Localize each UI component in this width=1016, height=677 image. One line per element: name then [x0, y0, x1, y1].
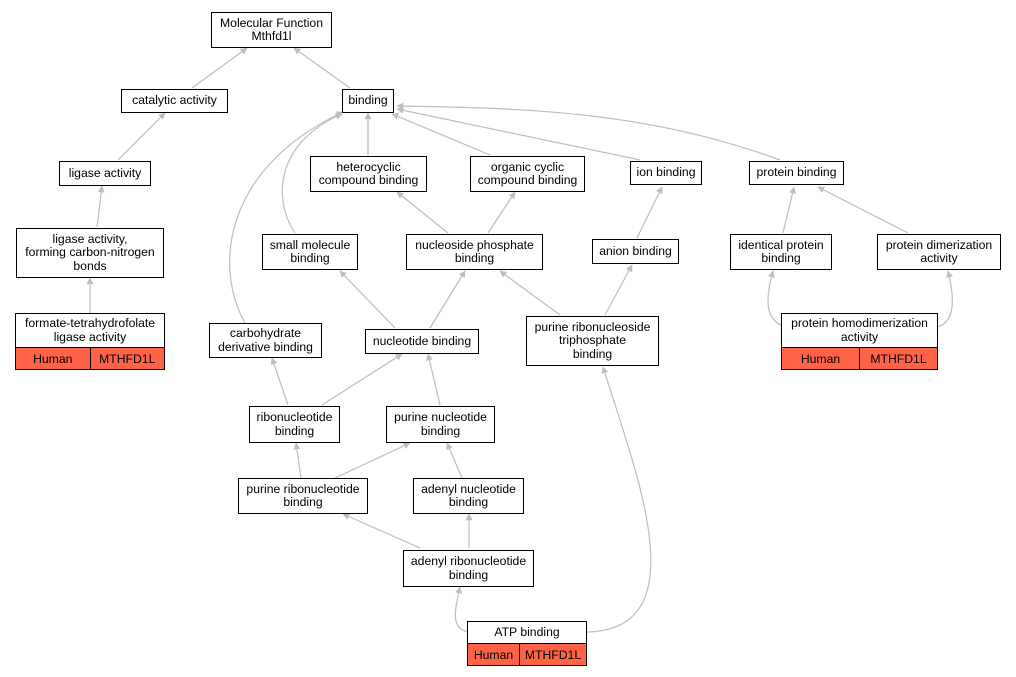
node-nucleoside-phosphate[interactable]: nucleoside phosphate binding [406, 234, 543, 270]
edge-nucleotide-to-nucphos [429, 270, 466, 329]
edge-ligase-to-catalytic [117, 112, 166, 161]
species-label: Human [800, 351, 841, 366]
node-small-molecule[interactable]: small molecule binding [262, 234, 358, 270]
edge-pribo-to-pnucl [334, 442, 411, 479]
node-anion-binding[interactable]: anion binding [592, 239, 679, 264]
node-binding[interactable]: binding [342, 89, 394, 113]
edge-atp-to-prtp [586, 366, 652, 633]
species-label: Human [33, 351, 73, 366]
edge-atp-to-adribo [454, 586, 469, 633]
edge-nucphos-to-heterocyclic [396, 191, 449, 234]
node-adenyl-ribonucleotide[interactable]: adenyl ribonucleotide binding [403, 550, 534, 587]
edge-anion-to-ion [636, 186, 663, 239]
edge-prtp-to-anion [604, 264, 633, 316]
edge-nucleotide-to-small [339, 270, 396, 329]
node-heterocyclic[interactable]: heterocyclic compound binding [310, 156, 427, 192]
edge-protein-to-binding [396, 102, 781, 161]
edge-binding-to-mf [293, 47, 351, 89]
edge-dimer-to-protein [817, 186, 909, 234]
node-molecular-function[interactable]: Molecular Function Mthfd1l [211, 12, 332, 48]
node-atp-binding[interactable]: ATP binding [467, 621, 587, 644]
edge-ribo-to-carbo [270, 357, 289, 406]
edge-homodimer-to-identical [767, 270, 786, 328]
node-identical-protein[interactable]: identical protein binding [730, 234, 832, 270]
annotation-row-formate: Human MTHFD1L [15, 348, 165, 370]
edge-pribo-to-ribo [293, 442, 302, 479]
node-ribonucleotide[interactable]: ribonucleotide binding [249, 406, 340, 443]
gene-label[interactable]: MTHFD1L [859, 348, 937, 369]
node-ligase-activity[interactable]: ligase activity [59, 161, 151, 186]
node-catalytic-activity[interactable]: catalytic activity [121, 89, 228, 113]
edge-ion-to-binding [396, 106, 641, 161]
edge-identical-to-protein [782, 186, 796, 234]
node-formate-thf-ligase[interactable]: formate-tetrahydrofolate ligase activity [15, 313, 165, 348]
node-purine-ribonucleoside-tp[interactable]: purine ribonucleoside triphosphate bindi… [526, 316, 659, 366]
edge-adnucl-to-pnucl [446, 442, 463, 479]
annotation-row-atp: Human MTHFD1L [467, 644, 587, 666]
node-adenyl-nucleotide[interactable]: adenyl nucleotide binding [413, 478, 524, 514]
node-ion-binding[interactable]: ion binding [630, 161, 702, 185]
edge-carbo-to-binding [229, 111, 344, 324]
edge-ligasecn-to-ligase [96, 185, 105, 228]
species-label: Human [473, 647, 514, 662]
edge-nucphos-to-organic [487, 191, 516, 234]
edge-catalytic-to-mf [191, 47, 248, 89]
node-nucleotide-binding[interactable]: nucleotide binding [365, 329, 479, 354]
edge-pnucl-to-nucleotide [426, 353, 441, 406]
node-organic-cyclic[interactable]: organic cyclic compound binding [470, 156, 585, 192]
edge-prtp-to-nucphos [499, 270, 561, 316]
node-protein-binding[interactable]: protein binding [749, 161, 844, 185]
edge-small-to-binding [281, 113, 343, 234]
node-purine-nucleotide[interactable]: purine nucleotide binding [386, 406, 495, 443]
node-ligase-cn[interactable]: ligase activity, forming carbon-nitrogen… [16, 228, 164, 278]
node-protein-homodimerization[interactable]: protein homodimerization activity [781, 313, 938, 348]
node-carbohydrate-derivative[interactable]: carbohydrate derivative binding [209, 323, 322, 358]
annotation-row-homodimer: Human MTHFD1L [781, 348, 938, 370]
edge-ribo-to-nucleotide [321, 353, 403, 406]
edge-organic-to-binding [391, 113, 491, 156]
node-protein-dimerization[interactable]: protein dimerization activity [877, 234, 1001, 270]
edge-adribo-to-pribo [342, 513, 421, 549]
node-purine-ribonucleotide[interactable]: purine ribonucleotide binding [238, 478, 368, 514]
gene-label[interactable]: MTHFD1L [519, 644, 586, 665]
gene-label[interactable]: MTHFD1L [89, 348, 165, 369]
edge-homodimer-to-dimer [936, 270, 953, 328]
